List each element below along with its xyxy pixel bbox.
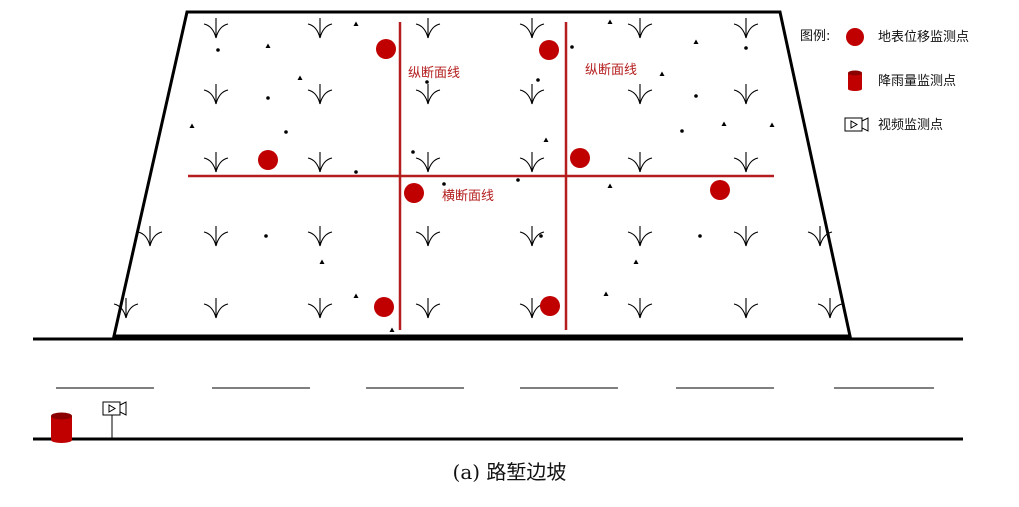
grass-tuft	[817, 298, 843, 319]
legend-title: 图例:	[800, 29, 830, 44]
soil-dot	[694, 94, 698, 98]
soil-triangles	[189, 19, 775, 332]
soil-triangle	[693, 39, 699, 44]
displacement-point	[404, 183, 424, 203]
grass-tuft	[627, 18, 653, 39]
soil-dot	[698, 234, 702, 238]
soil-triangle	[633, 259, 639, 264]
soil-dot	[425, 80, 429, 84]
longitudinal-line-2-label: 纵断面线	[585, 63, 637, 78]
displacement-point	[376, 39, 396, 59]
soil-dot	[411, 150, 415, 154]
grass-tuft	[307, 18, 333, 39]
displacement-point	[540, 296, 560, 316]
soil-triangle	[603, 291, 609, 296]
soil-dot	[216, 48, 220, 52]
grass-tuft	[627, 152, 653, 173]
soil-triangle	[353, 21, 359, 26]
figure-caption: (a) 路堑边坡	[452, 460, 567, 484]
grass-tuft	[137, 226, 163, 247]
grass-tuft	[519, 226, 545, 247]
displacement-points	[258, 39, 730, 317]
slope-outline	[112, 10, 852, 338]
soil-dot	[570, 45, 574, 49]
soil-triangle	[189, 123, 195, 128]
grass-tuft	[627, 84, 653, 105]
soil-dot	[284, 130, 288, 134]
grass-tufts	[113, 18, 843, 319]
grass-tuft	[415, 298, 441, 319]
soil-triangle	[353, 293, 359, 298]
soil-dot	[539, 234, 543, 238]
grass-tuft	[203, 152, 229, 173]
soil-triangle	[543, 137, 549, 142]
soil-triangle	[389, 327, 395, 332]
grass-tuft	[415, 152, 441, 173]
displacement-point	[258, 150, 278, 170]
grass-tuft	[733, 152, 759, 173]
soil-dots	[216, 45, 748, 238]
grass-tuft	[733, 298, 759, 319]
soil-triangle	[769, 122, 775, 127]
soil-dot	[516, 178, 520, 182]
soil-triangle	[607, 19, 613, 24]
grass-tuft	[415, 226, 441, 247]
transverse-line-label: 横断面线	[442, 189, 494, 204]
grass-tuft	[519, 84, 545, 105]
soil-triangle	[721, 121, 727, 126]
video-camera-icon	[102, 401, 127, 438]
displacement-point	[539, 40, 559, 60]
soil-dot	[536, 78, 540, 82]
soil-dot	[442, 182, 446, 186]
grass-tuft	[113, 298, 139, 319]
grass-tuft	[415, 84, 441, 105]
soil-dot	[264, 234, 268, 238]
displacement-point	[570, 148, 590, 168]
longitudinal-line-1-label: 纵断面线	[408, 66, 460, 81]
grass-tuft	[307, 226, 333, 247]
soil-dot	[744, 46, 748, 50]
grass-tuft	[203, 226, 229, 247]
soil-dot	[266, 96, 270, 100]
grass-tuft	[627, 298, 653, 319]
legend-displacement-label: 地表位移监测点	[878, 30, 969, 45]
grass-tuft	[519, 18, 545, 39]
grass-tuft	[203, 298, 229, 319]
legend-displacement-icon	[846, 28, 864, 46]
grass-tuft	[307, 152, 333, 173]
rain-gauge-icon	[51, 412, 72, 443]
grass-tuft	[733, 18, 759, 39]
legend-video-icon	[844, 117, 869, 132]
grass-tuft	[627, 226, 653, 247]
grass-tuft	[203, 84, 229, 105]
soil-triangle	[319, 259, 325, 264]
soil-triangle	[607, 183, 613, 188]
displacement-point	[374, 297, 394, 317]
grass-tuft	[203, 18, 229, 39]
grass-tuft	[519, 152, 545, 173]
legend-rain-gauge-icon	[848, 70, 862, 91]
grass-tuft	[307, 298, 333, 319]
soil-triangle	[659, 71, 665, 76]
grass-tuft	[733, 226, 759, 247]
soil-triangle	[265, 43, 271, 48]
legend-video-label: 视频监测点	[878, 118, 943, 133]
grass-tuft	[733, 84, 759, 105]
soil-dot	[680, 129, 684, 133]
soil-dot	[354, 170, 358, 174]
soil-triangle	[297, 75, 303, 80]
grass-tuft	[415, 18, 441, 39]
displacement-point	[710, 180, 730, 200]
grass-tuft	[807, 226, 833, 247]
legend-rain-gauge-label: 降雨量监测点	[878, 74, 956, 89]
grass-tuft	[307, 84, 333, 105]
